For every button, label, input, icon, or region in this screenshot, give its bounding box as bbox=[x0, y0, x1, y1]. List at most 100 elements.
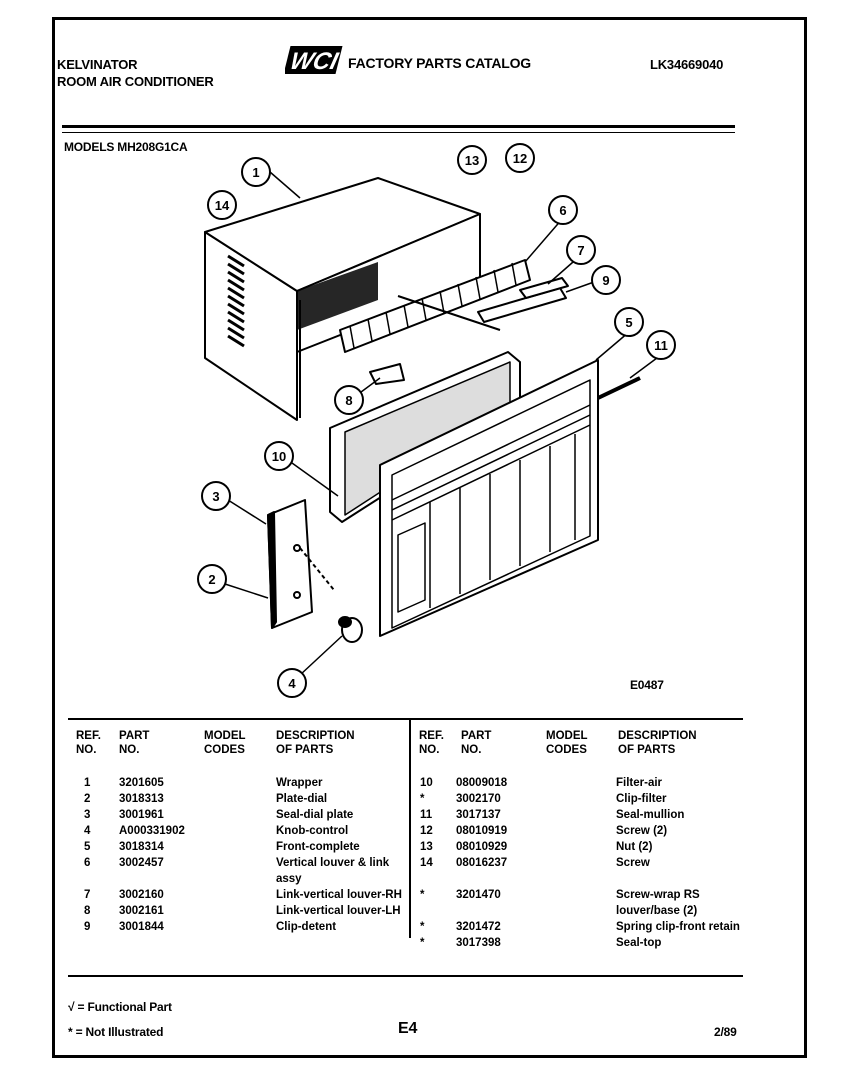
callout-circles: 1 14 13 12 6 7 9 5 11 8 10 3 2 4 bbox=[197, 143, 676, 698]
wrapper-cabinet bbox=[204, 177, 481, 421]
callout-9: 9 bbox=[602, 273, 609, 288]
callout-3: 3 bbox=[212, 489, 219, 504]
callout-14-circle bbox=[207, 190, 237, 220]
figure-code: E0487 bbox=[630, 678, 664, 692]
table-cell-ref: 10 bbox=[420, 777, 433, 789]
table-cell-desc: Knob-control bbox=[276, 825, 349, 837]
table-cell-desc: Clip-detent bbox=[276, 921, 337, 933]
callout-2: 2 bbox=[208, 572, 215, 587]
table-cell-desc: Link-vertical louver-LH bbox=[276, 905, 401, 917]
table-bottom-rule bbox=[68, 975, 743, 977]
header-rule-thin bbox=[62, 132, 735, 133]
callout-9-circle bbox=[591, 265, 621, 295]
table-cell-ref: 8 bbox=[84, 905, 91, 917]
front-complete bbox=[379, 359, 599, 637]
table-cell-ref: 4 bbox=[84, 825, 91, 837]
table-cell-ref: * bbox=[420, 937, 425, 949]
callout-6: 6 bbox=[559, 203, 566, 218]
table-cell-desc: assy bbox=[276, 873, 302, 885]
table-cell-desc: Link-vertical louver-RH bbox=[276, 889, 402, 901]
table-cell-ref bbox=[420, 903, 433, 919]
table-cell-part: 3201605 bbox=[119, 777, 164, 789]
table-cell-part: 08009018 bbox=[456, 777, 508, 789]
table-cell-part: 3001961 bbox=[119, 809, 164, 821]
table-cell-ref bbox=[420, 871, 433, 887]
table-cell-desc: Plate-dial bbox=[276, 793, 328, 805]
table-cell-part: A000331902 bbox=[119, 825, 185, 837]
callout-12-circle bbox=[505, 143, 535, 173]
callout-10-circle bbox=[264, 441, 294, 471]
table-divider bbox=[409, 718, 411, 938]
callout-3-circle bbox=[201, 481, 231, 511]
table-cell-part: 3018314 bbox=[119, 841, 164, 853]
table-cell-ref: 6 bbox=[84, 857, 91, 869]
table-cell-ref: 3 bbox=[84, 809, 91, 821]
wci-logo: WCI bbox=[285, 44, 343, 76]
footer-date: 2/89 bbox=[714, 1025, 737, 1039]
vertical-louver-assy bbox=[339, 259, 569, 385]
callout-14: 14 bbox=[215, 198, 230, 213]
table-cell-desc bbox=[616, 871, 740, 887]
models-line: MODELS MH208G1CA bbox=[64, 140, 188, 154]
table-cell-part: 3017137 bbox=[456, 809, 501, 821]
table-cell-desc: Wrapper bbox=[276, 777, 323, 789]
table-cell-ref: 5 bbox=[84, 841, 91, 853]
table-top-rule bbox=[68, 718, 743, 720]
callout-7: 7 bbox=[577, 243, 584, 258]
table-cell-ref: 9 bbox=[84, 921, 91, 933]
table-cell-desc: Seal-mullion bbox=[616, 809, 685, 821]
functional-part-note: √ = Functional Part bbox=[68, 1000, 172, 1014]
callout-11: 11 bbox=[654, 338, 668, 353]
table-cell-desc: Nut (2) bbox=[616, 841, 653, 853]
left-ref-header: REF.NO. bbox=[76, 730, 101, 756]
callout-10: 10 bbox=[272, 449, 286, 464]
table-cell-part: 08010929 bbox=[456, 841, 508, 853]
not-illustrated-note: * = Not Illustrated bbox=[68, 1025, 164, 1039]
callout-4: 4 bbox=[288, 676, 296, 691]
page-code: E4 bbox=[398, 1020, 418, 1037]
callout-2-circle bbox=[197, 564, 227, 594]
table-cell-desc: Screw-wrap RS bbox=[616, 889, 700, 901]
table-cell-part: 3002161 bbox=[119, 905, 164, 917]
table-cell-ref: 13 bbox=[420, 841, 433, 853]
table-cell-desc: Screw bbox=[616, 857, 650, 869]
plate-dial bbox=[267, 499, 335, 629]
table-cell-ref: 7 bbox=[84, 889, 91, 901]
svg-text:WCI: WCI bbox=[287, 48, 341, 75]
table-cell-ref: 14 bbox=[420, 857, 433, 869]
table-cell-part: 3017398 bbox=[456, 937, 501, 949]
table-cell-part: 3001844 bbox=[119, 921, 164, 933]
table-cell-ref: 11 bbox=[420, 809, 433, 821]
callout-6-circle bbox=[548, 195, 578, 225]
table-cell-desc: Spring clip-front retain bbox=[616, 921, 740, 933]
callout-1-circle bbox=[241, 157, 271, 187]
callout-5: 5 bbox=[625, 315, 632, 330]
table-cell-part: 08010919 bbox=[456, 825, 508, 837]
page-frame bbox=[52, 17, 807, 1058]
table-cell-desc: Vertical louver & link bbox=[276, 857, 390, 869]
table-cell-part: 3002170 bbox=[456, 793, 501, 805]
right-ref-header: REF.NO. bbox=[419, 730, 444, 756]
callout-12: 12 bbox=[513, 151, 527, 166]
product-name: ROOM AIR CONDITIONER bbox=[57, 74, 214, 89]
exploded-parts-diagram bbox=[204, 171, 662, 676]
callout-1: 1 bbox=[252, 165, 259, 180]
knob-control bbox=[338, 616, 363, 643]
table-cell-part: 08016237 bbox=[456, 857, 508, 869]
brand-name: KELVINATOR bbox=[57, 57, 138, 72]
table-cell-desc: Filter-air bbox=[616, 777, 663, 789]
callout-5-circle bbox=[614, 307, 644, 337]
header-rule bbox=[62, 125, 735, 128]
catalog-title: FACTORY PARTS CATALOG bbox=[348, 55, 531, 71]
table-cell-ref: * bbox=[420, 921, 425, 933]
table-cell-desc: Clip-filter bbox=[616, 793, 667, 805]
